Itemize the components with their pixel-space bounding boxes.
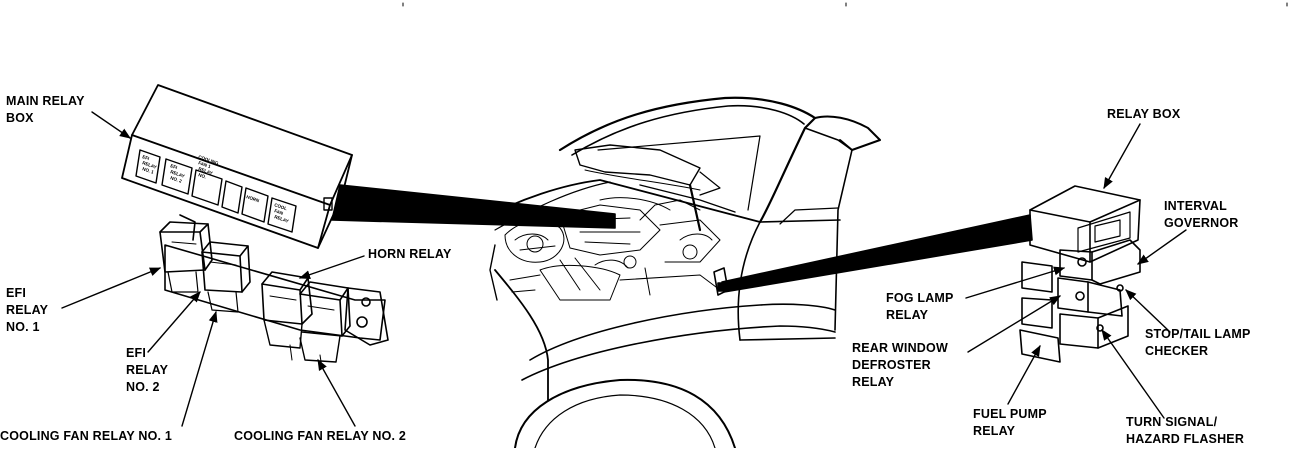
label-horn-relay: HORN RELAY [368,247,452,261]
svg-text:RELAY: RELAY [274,214,290,224]
label-efi-relay-no1: EFI RELAY NO. 1 [6,286,49,334]
arrow-turn-signal-flasher [1101,329,1165,419]
svg-text:HORN: HORN [246,194,260,203]
engine-bay [504,197,721,301]
main-relay-bracket [159,214,389,369]
label-turn-signal-hazard-flasher: TURN SIGNAL/ HAZARD FLASHER [1126,415,1245,446]
arrow-relay-box [1103,123,1141,189]
svg-text:NO.: NO. [198,172,207,179]
main-relay-box-cover: EFI RELAY NO. 1 EFI RELAY NO. 2 COOLING … [121,84,353,249]
label-fuel-pump-relay: FUEL PUMP RELAY [973,407,1047,438]
arrow-rear-window-defroster [967,295,1061,353]
leader-arrows [61,111,1187,427]
main-box-leader-wedge [331,184,616,229]
arrow-cooling-fan-no1 [181,310,218,427]
svg-text:NO. 1: NO. 1 [142,166,155,175]
svg-text:FAN: FAN [274,208,284,216]
svg-text:RELAY: RELAY [170,169,186,179]
arrow-efi-relay-no2 [147,291,201,353]
label-stop-tail-lamp-checker: STOP/TAIL LAMP CHECKER [1145,327,1251,358]
arrow-horn-relay [298,255,365,279]
relay-box-illustration [1019,185,1141,363]
label-efi-relay-no2: EFI RELAY NO. 2 [126,346,169,394]
slot1-text: EFI [142,154,150,161]
label-rear-window-defroster-relay: REAR WINDOW DEFROSTER RELAY [852,341,948,389]
svg-text:NO. 2: NO. 2 [170,175,183,184]
arrow-cooling-fan-no2 [317,359,356,427]
arrow-interval-governor [1137,229,1187,265]
svg-text:RELAY: RELAY [198,166,214,176]
arrow-efi-relay-no1 [61,267,162,309]
svg-text:COOL: COOL [274,202,288,211]
svg-text:COOLING: COOLING [198,154,220,166]
label-main-relay-box: MAIN RELAY BOX [6,94,85,125]
label-fog-lamp-relay: FOG LAMP RELAY [886,291,954,322]
label-relay-box: RELAY BOX [1107,107,1181,121]
svg-text:EFI: EFI [170,163,178,170]
svg-text:FAN 1: FAN 1 [198,160,212,169]
label-cooling-fan-relay-no2: COOLING FAN RELAY NO. 2 [234,429,406,443]
label-interval-governor: INTERVAL GOVERNOR [1164,199,1239,230]
label-cooling-fan-relay-no1: COOLING FAN RELAY NO. 1 [0,429,172,443]
arrow-main-relay-box [91,111,131,139]
scan-marks [402,2,1288,7]
svg-text:RELAY: RELAY [142,160,158,170]
relay-box-leader-wedge [721,214,1033,293]
arrow-stop-tail-lamp [1125,289,1171,333]
arrow-fog-lamp-relay [965,266,1066,299]
arrow-fuel-pump-relay [1007,345,1041,405]
